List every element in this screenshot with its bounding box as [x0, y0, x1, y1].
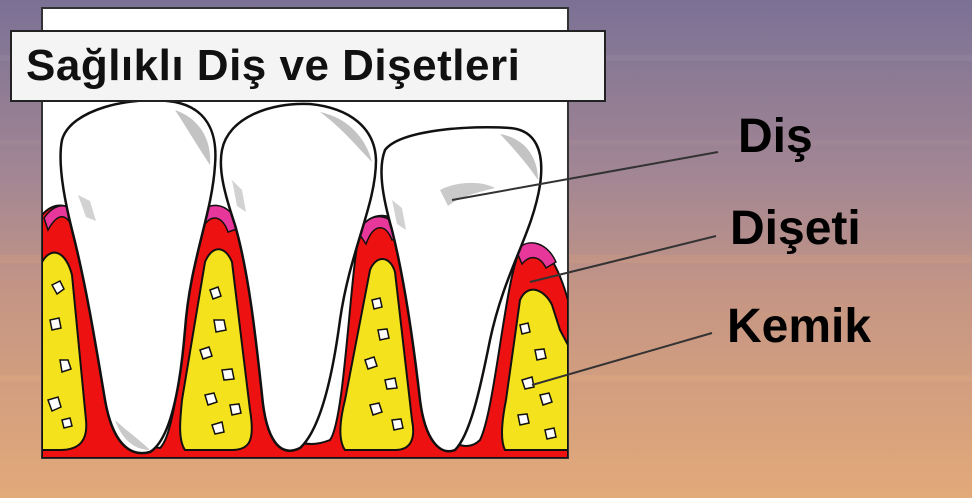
diagram-title: Sağlıklı Diş ve Dişetleri: [10, 30, 606, 102]
label-tooth: Diş: [738, 113, 813, 161]
label-bone: Kemik: [727, 303, 871, 351]
label-gum: Dişeti: [730, 205, 861, 253]
